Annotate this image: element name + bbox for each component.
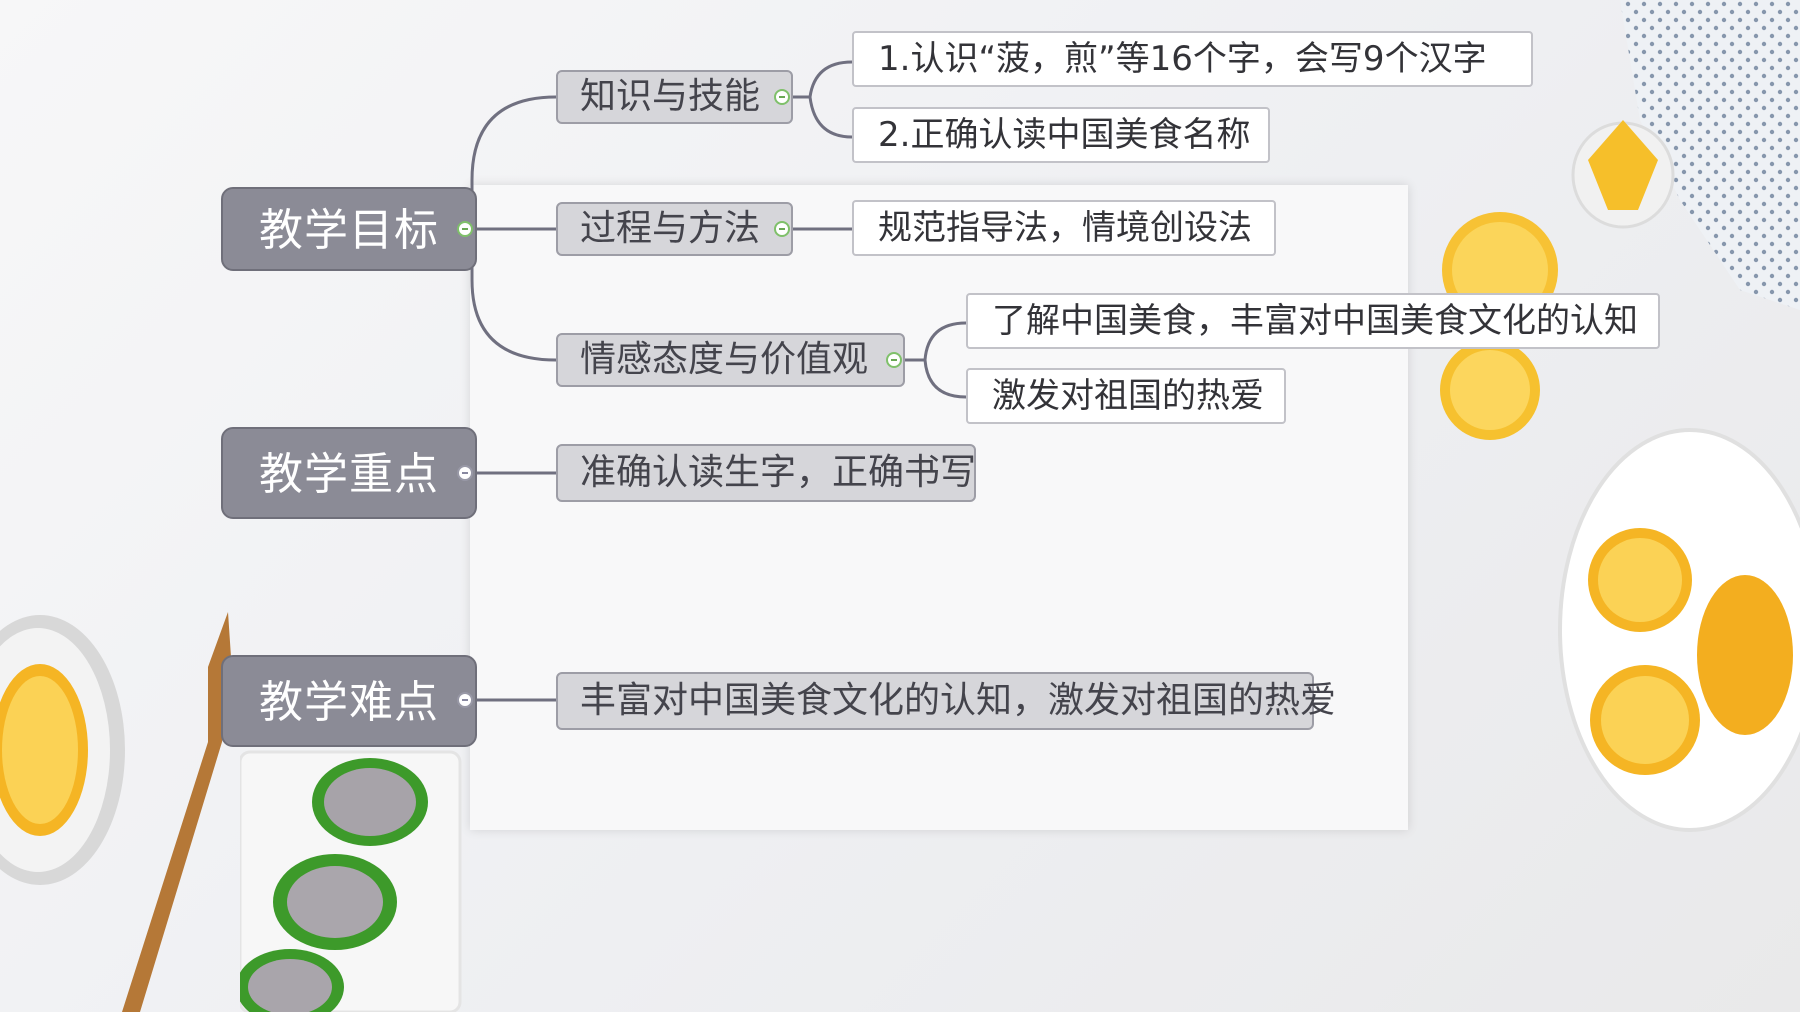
- lemon-bowl-small-icon: [1571, 120, 1675, 229]
- branch-topic-difficulty[interactable]: 丰富对中国美食文化的认知，激发对祖国的热爱: [556, 672, 1336, 730]
- connector-branch3-leaf2: [905, 358, 967, 399]
- branch-topic-emotion-values[interactable]: 情感态度与价值观: [556, 333, 905, 387]
- leaf-topic[interactable]: 规范指导法，情境创设法: [852, 200, 1276, 256]
- connector-root1-branch1: [470, 95, 557, 229]
- leaf-topic-label: 了解中国美食，丰富对中国美食文化的认知: [992, 301, 1638, 341]
- root-topic-teaching-focus[interactable]: 教学重点: [221, 427, 477, 519]
- leaf-topic-label: 规范指导法，情境创设法: [878, 208, 1252, 248]
- branch-topic-label: 过程与方法: [580, 208, 761, 249]
- collapse-icon[interactable]: [457, 692, 473, 708]
- branch-topic-knowledge-skills[interactable]: 知识与技能: [556, 70, 793, 124]
- collapse-icon[interactable]: [457, 221, 473, 237]
- leaf-topic-label: 激发对祖国的热爱: [992, 376, 1264, 416]
- leaf-topic[interactable]: 2.正确认读中国美食名称: [852, 107, 1270, 163]
- branch-topic-label: 准确认读生字，正确书写: [580, 452, 977, 493]
- lemon-bowl-icon: [0, 615, 125, 885]
- collapse-icon[interactable]: [774, 221, 790, 237]
- leaf-topic[interactable]: 了解中国美食，丰富对中国美食文化的认知: [966, 293, 1660, 349]
- rice-cake-plate-icon: [240, 750, 462, 1012]
- connector-branch1-leaf2: [793, 95, 853, 139]
- root-topic-teaching-goals[interactable]: 教学目标: [221, 187, 477, 271]
- root-topic-label: 教学难点: [259, 677, 439, 728]
- collapse-icon[interactable]: [774, 89, 790, 105]
- connector-branch3-leaf1: [905, 321, 967, 362]
- branch-topic-label: 情感态度与价值观: [580, 339, 869, 380]
- collapse-icon[interactable]: [886, 352, 902, 368]
- connector-branch1-leaf1: [793, 60, 853, 99]
- napkin-icon: [1620, 0, 1800, 310]
- branch-topic-process-method[interactable]: 过程与方法: [556, 202, 793, 256]
- leaf-topic-label: 1.认识“菠，煎”等16个字，会写9个汉字: [878, 39, 1487, 79]
- branch-topic-label: 丰富对中国美食文化的认知，激发对祖国的热爱: [580, 680, 1337, 721]
- root-topic-teaching-difficulty[interactable]: 教学难点: [221, 655, 477, 747]
- leaf-topic[interactable]: 激发对祖国的热爱: [966, 368, 1286, 424]
- fork-icon: [122, 612, 232, 1012]
- leaf-topic[interactable]: 1.认识“菠，煎”等16个字，会写9个汉字: [852, 31, 1533, 87]
- root-topic-label: 教学目标: [259, 205, 439, 256]
- root-topic-label: 教学重点: [259, 449, 439, 500]
- connector-root1-branch3: [470, 229, 557, 362]
- leaf-topic-label: 2.正确认读中国美食名称: [878, 115, 1251, 155]
- lemon-plate-icon: [1558, 428, 1800, 832]
- collapse-icon[interactable]: [457, 465, 473, 481]
- branch-topic-label: 知识与技能: [580, 76, 761, 117]
- branch-topic-focus[interactable]: 准确认读生字，正确书写: [556, 444, 976, 502]
